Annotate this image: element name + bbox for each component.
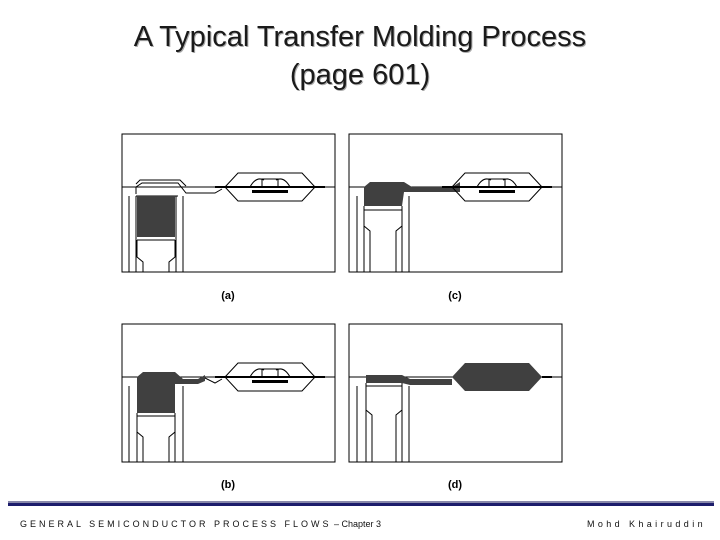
slide-title: A Typical Transfer Molding Process (page… <box>0 18 720 94</box>
caption-c: (c) <box>448 290 462 302</box>
title-line-1: A Typical Transfer Molding Process <box>133 21 587 53</box>
footer-course-name: GENERAL SEMICONDUCTOR PROCESS FLOWS <box>20 519 332 529</box>
panel-a-compound-pellet <box>137 196 175 237</box>
panel-d-frame <box>348 323 563 463</box>
footer-chapter: – Chapter 3 <box>331 519 382 529</box>
panel-d-filled-cavity <box>452 363 542 391</box>
footer-bar: GENERAL SEMICONDUCTOR PROCESS FLOWS – Ch… <box>8 503 714 540</box>
caption-b: (b) <box>221 479 235 491</box>
footer-author: Mohd Khairuddin <box>586 519 706 529</box>
caption-a: (a) <box>221 290 235 302</box>
panel-b-compound-flow <box>137 372 205 413</box>
panel-a <box>121 133 336 273</box>
title-line-2: (page 601) <box>289 59 431 91</box>
footer-course-title: GENERAL SEMICONDUCTOR PROCESS FLOWS – Ch… <box>20 519 381 529</box>
panel-c-compound-flow <box>364 182 460 206</box>
panel-d-runner-fill <box>366 375 452 385</box>
panel-d <box>348 323 563 463</box>
panel-c <box>348 133 563 273</box>
panel-b <box>121 323 336 463</box>
caption-d: (d) <box>448 479 462 491</box>
